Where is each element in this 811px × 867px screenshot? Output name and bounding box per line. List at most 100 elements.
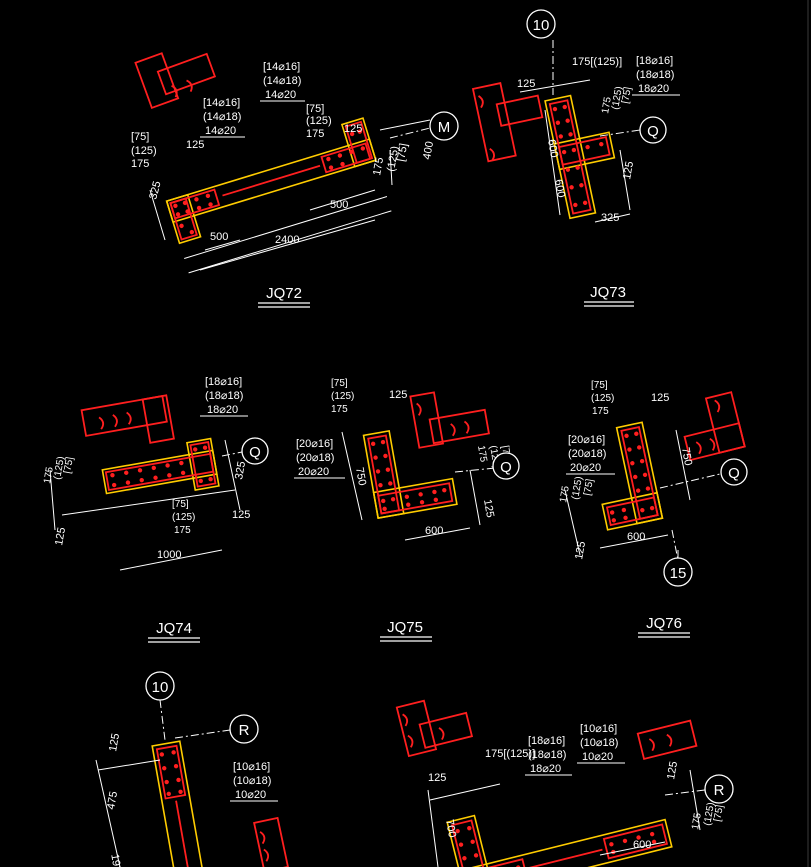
jq74-dim-75b: [75] <box>172 499 189 510</box>
axis-label-15: 15 <box>670 565 687 582</box>
svg-text:(18⌀18): (18⌀18) <box>205 390 243 402</box>
axis-label-q-jq74: Q <box>249 444 261 461</box>
jq72-dim-125p: (125) <box>131 145 157 157</box>
axis-label-m: M <box>438 119 451 136</box>
axis-bubble-q-jq76 <box>720 458 748 486</box>
jq77-dim-475: 475 <box>105 790 120 810</box>
axis-label-q-jq73: Q <box>647 123 659 140</box>
jq72-dim-325: 325 <box>147 180 163 201</box>
svg-text:10⌀20: 10⌀20 <box>582 751 613 763</box>
axis-bubble-m <box>429 111 459 141</box>
jq75-wall <box>362 429 458 520</box>
jq78-rebar-sketch-b <box>636 719 698 760</box>
jq78-dim-125b: 125 <box>665 760 680 780</box>
svg-text:(18⌀18): (18⌀18) <box>528 749 566 761</box>
jq77-dim-192: 192 <box>108 853 123 867</box>
jq72-dim-175c: 175 <box>371 156 386 176</box>
jq72-note-b: [14⌀16] (14⌀18) 14⌀20 <box>260 61 305 102</box>
jq76-dim-175b: 175 <box>558 485 572 504</box>
svg-text:10⌀20: 10⌀20 <box>235 789 266 801</box>
svg-text:14⌀20: 14⌀20 <box>205 125 236 137</box>
jq74-note: [18⌀16] (18⌀18) 18⌀20 <box>200 376 248 417</box>
jq73-dim-175: 175[(125)] <box>572 56 622 68</box>
jq78-note-a: [18⌀16] (18⌀18) 18⌀20 <box>525 735 572 776</box>
jq74-wall <box>101 437 220 495</box>
jq72-dim-400: 400 <box>421 140 436 160</box>
axis-bubble-q-jq75 <box>492 452 520 480</box>
jq76-dim-125: 125 <box>651 392 669 404</box>
jq74-dim-125b: 125 <box>232 509 250 521</box>
jq76-detail: [75] (125) 175 125 750 600 [75] (125) 17… <box>558 380 748 638</box>
jq74-detail: [75] (125) 175 125 325 [75] (125) 175 12… <box>42 376 269 643</box>
axis-label-10-bottom: 10 <box>152 679 169 696</box>
jq77-wall <box>151 740 206 867</box>
jq73-title: JQ73 <box>590 284 626 301</box>
svg-text:(14⌀18): (14⌀18) <box>263 75 301 87</box>
jq74-dim-125: 125 <box>53 526 68 546</box>
jq73-dim-325: 325 <box>601 212 619 224</box>
svg-text:[10⌀16]: [10⌀16] <box>233 761 270 773</box>
jq76-note: [20⌀16] (20⌀18) 20⌀20 <box>566 434 615 475</box>
jq75-title: JQ75 <box>387 619 423 636</box>
jq72-detail: [75] (125) 175 125 325 500 2400 500 [75]… <box>131 52 459 308</box>
jq73-detail: 10 125 175[(125)] 600 600 <box>471 9 680 307</box>
jq76-rebar-sketch <box>683 391 746 462</box>
jq74-dim-325: 325 <box>233 460 248 480</box>
jq75-dim-175: 175 <box>331 404 348 415</box>
jq75-dim-125: 125 <box>389 389 407 401</box>
svg-text:(20⌀18): (20⌀18) <box>296 452 334 464</box>
jq73-dim-125p: (125) <box>610 86 625 111</box>
jq76-dim-125p: (125) <box>591 393 614 404</box>
jq73-dim-75: [75] <box>620 86 634 105</box>
jq75-rebar-sketch <box>409 391 490 449</box>
jq72-dim-75c: [75] <box>395 142 410 162</box>
jq75-detail: [75] (125) 175 125 750 600 [75] (125) 17… <box>294 378 520 642</box>
axis-bubble-q-jq73 <box>639 116 667 144</box>
svg-text:(14⌀18): (14⌀18) <box>203 111 241 123</box>
svg-text:(10⌀18): (10⌀18) <box>233 775 271 787</box>
jq75-dim-75: [75] <box>331 378 348 389</box>
jq78-dim-600: 600 <box>633 839 651 851</box>
jq74-dim-1000: 1000 <box>157 549 181 561</box>
jq76-dim-75: [75] <box>591 380 608 391</box>
jq74-dim-175b: 175 <box>174 525 191 536</box>
svg-text:[20⌀16]: [20⌀16] <box>568 434 605 446</box>
axis-label-r-left: R <box>239 722 250 739</box>
jq73-dim-125b: 125 <box>621 160 636 180</box>
jq76-wall <box>601 421 664 531</box>
jq77-rebar-sketch <box>253 816 290 867</box>
jq77-detail: 10 125 475 192 [10⌀16] (10⌀18) 10⌀20 <box>95 671 290 867</box>
jq73-dim-600b: 600 <box>552 178 567 198</box>
jq73-wall <box>544 94 616 220</box>
axis-label-r-right: R <box>714 782 725 799</box>
jq76-dim-600: 600 <box>627 531 645 543</box>
svg-text:18⌀20: 18⌀20 <box>207 404 238 416</box>
svg-text:14⌀20: 14⌀20 <box>265 89 296 101</box>
jq78-detail: 125 175[(125)] 700 600 125 [75] (125) 17… <box>395 699 734 867</box>
jq76-dim-750: 750 <box>679 446 694 466</box>
jq78-dim-700: 700 <box>443 818 458 838</box>
jq77-dim-125: 125 <box>107 732 122 752</box>
jq74-title: JQ74 <box>156 620 192 637</box>
jq72-dim-175b: 175 <box>306 128 324 140</box>
svg-text:[20⌀16]: [20⌀16] <box>296 438 333 450</box>
jq76-dim-125b: 125 <box>573 540 588 560</box>
jq72-note-a: [14⌀16] (14⌀18) 14⌀20 <box>200 97 245 138</box>
svg-text:(20⌀18): (20⌀18) <box>568 448 606 460</box>
jq76-title: JQ76 <box>646 615 682 632</box>
axis-bubble-q-jq74 <box>241 437 269 465</box>
axis-bubble-r-left <box>229 714 259 744</box>
jq75-dim-750: 750 <box>353 466 368 486</box>
jq73-dim-600a: 600 <box>545 138 560 158</box>
svg-text:[14⌀16]: [14⌀16] <box>203 97 240 109</box>
svg-text:[18⌀16]: [18⌀16] <box>205 376 242 388</box>
jq72-dim-125pc: (125) <box>385 145 401 172</box>
jq72-dim-175: 175 <box>131 158 149 170</box>
svg-text:20⌀20: 20⌀20 <box>298 466 329 478</box>
jq72-dim-500b: 500 <box>330 199 348 211</box>
axis-bubble-15 <box>663 557 693 587</box>
jq72-dim-2400: 2400 <box>275 234 299 246</box>
svg-text:[10⌀16]: [10⌀16] <box>580 723 617 735</box>
jq72-dim-75: [75] <box>131 131 149 143</box>
